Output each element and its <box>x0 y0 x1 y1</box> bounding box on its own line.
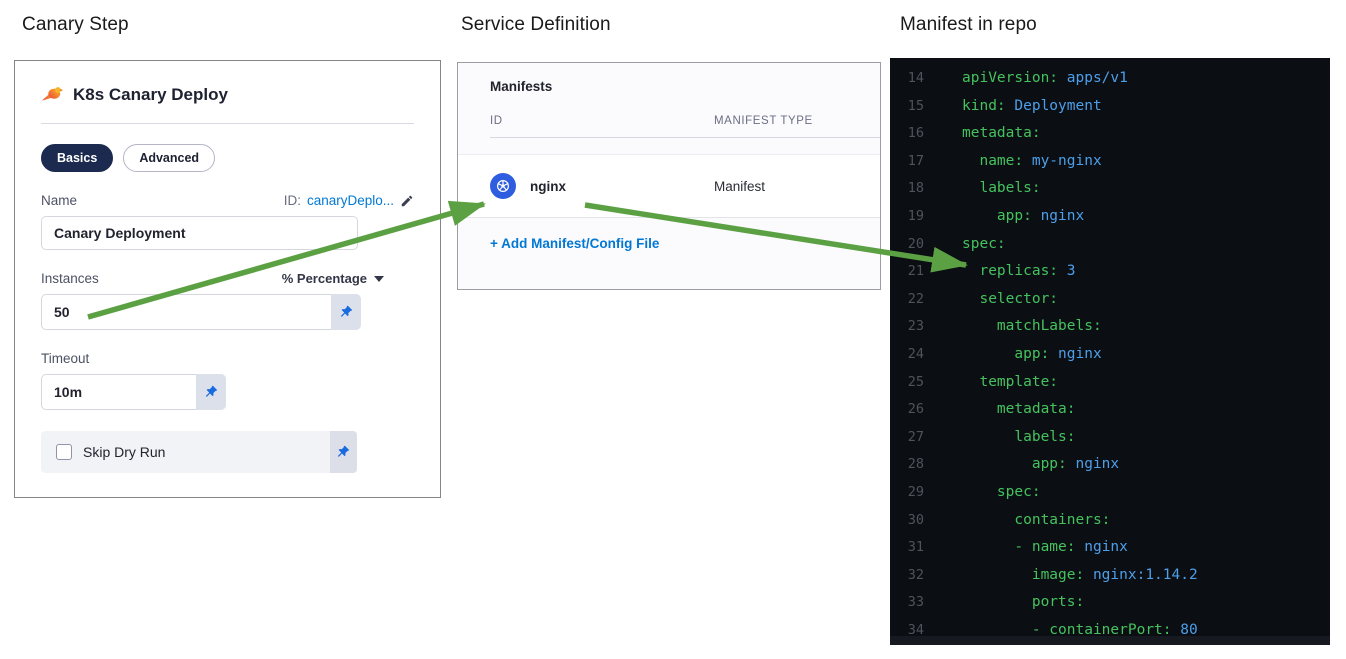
canary-step-title: Canary Step <box>22 14 129 35</box>
service-definition-panel: Manifests ID MANIFEST TYPE <box>457 62 881 290</box>
code-line: 19 app: nginx <box>890 203 1330 231</box>
line-number: 26 <box>907 401 924 418</box>
skip-dry-run-checkbox[interactable] <box>56 444 72 460</box>
code-line: 29 spec: <box>890 479 1330 507</box>
code-line: 26 metadata: <box>890 396 1330 424</box>
line-number: 34 <box>907 621 924 638</box>
column-header-id: ID <box>490 115 503 127</box>
manifests-heading: Manifests <box>490 79 553 94</box>
code-line: 17 name: my-nginx <box>890 148 1330 176</box>
instances-label: Instances <box>41 271 99 286</box>
code-line: 34 - containerPort: 80 <box>890 617 1330 645</box>
code-line: 18 labels: <box>890 175 1330 203</box>
add-manifest-link[interactable]: + Add Manifest/Config File <box>490 236 660 251</box>
manifests-table-header: ID MANIFEST TYPE <box>490 115 880 127</box>
line-number: 32 <box>907 566 924 583</box>
name-input[interactable] <box>41 216 358 250</box>
tab-advanced[interactable]: Advanced <box>123 144 216 172</box>
line-number: 23 <box>907 318 924 335</box>
code-line: 31 - name: nginx <box>890 534 1330 562</box>
line-number: 29 <box>907 483 924 500</box>
line-number: 31 <box>907 539 924 556</box>
line-number: 33 <box>907 594 924 611</box>
code-line: 24 app: nginx <box>890 341 1330 369</box>
instances-unit-value: % Percentage <box>281 271 367 286</box>
instances-input[interactable] <box>41 294 331 330</box>
step-title: K8s Canary Deploy <box>73 85 228 104</box>
tab-basics[interactable]: Basics <box>41 144 114 172</box>
timeout-input[interactable] <box>41 374 196 410</box>
editor-scrollbar[interactable] <box>890 636 1330 645</box>
id-prefix: ID: <box>283 193 301 208</box>
code-line: 27 labels: <box>890 424 1330 452</box>
skip-dry-run-label: Skip Dry Run <box>83 444 166 460</box>
pin-icon <box>336 445 351 460</box>
step-id-link[interactable]: canaryDeplo... <box>306 193 394 208</box>
skip-dry-run-pin-button[interactable] <box>330 431 357 473</box>
instances-pin-button[interactable] <box>331 294 361 330</box>
chevron-down-icon <box>374 275 384 282</box>
manifest-id: nginx <box>530 178 566 194</box>
line-number: 24 <box>907 345 924 362</box>
step-header: K8s Canary Deploy <box>41 85 414 105</box>
skip-dry-run-row: Skip Dry Run <box>41 431 357 473</box>
manifest-type: Manifest <box>714 178 766 194</box>
divider <box>490 137 880 138</box>
divider <box>41 123 414 124</box>
canary-bird-icon <box>41 85 63 105</box>
code-line: 32 image: nginx:1.14.2 <box>890 562 1330 590</box>
line-number: 28 <box>907 456 924 473</box>
line-number: 27 <box>907 428 924 445</box>
code-line: 30 containers: <box>890 507 1330 535</box>
kubernetes-icon <box>490 173 516 199</box>
instances-unit-dropdown[interactable]: % Percentage <box>282 271 384 286</box>
manifest-table-row[interactable]: nginx Manifest <box>458 154 880 218</box>
line-number: 20 <box>907 235 924 252</box>
code-line: 28 app: nginx <box>890 451 1330 479</box>
edit-id-pencil-icon[interactable] <box>400 194 414 208</box>
column-header-manifest-type: MANIFEST TYPE <box>714 115 813 127</box>
line-number: 19 <box>907 207 924 224</box>
timeout-label: Timeout <box>41 351 90 366</box>
code-line: 25 template: <box>890 369 1330 397</box>
line-number: 16 <box>907 125 924 142</box>
code-line: 33 ports: <box>890 589 1330 617</box>
pin-icon <box>204 385 219 400</box>
manifest-in-repo-title: Manifest in repo <box>900 14 1037 35</box>
name-label: Name <box>41 193 78 208</box>
line-number: 21 <box>907 263 924 280</box>
canary-step-panel: K8s Canary Deploy Basics Advanced Name I… <box>14 60 441 498</box>
line-number: 22 <box>907 290 924 307</box>
line-number: 18 <box>907 180 924 197</box>
code-line: 22 selector: <box>890 286 1330 314</box>
code-line: 21 replicas: 3 <box>890 258 1330 286</box>
code-line: 23 matchLabels: <box>890 313 1330 341</box>
line-number: 14 <box>907 70 924 86</box>
step-tabs: Basics Advanced <box>41 144 414 172</box>
line-number: 30 <box>907 511 924 528</box>
timeout-pin-button[interactable] <box>196 374 226 410</box>
line-number: 17 <box>907 152 924 169</box>
line-number: 25 <box>907 373 924 390</box>
pin-icon <box>339 305 354 320</box>
service-definition-title: Service Definition <box>461 14 611 35</box>
line-number: 15 <box>907 97 924 114</box>
